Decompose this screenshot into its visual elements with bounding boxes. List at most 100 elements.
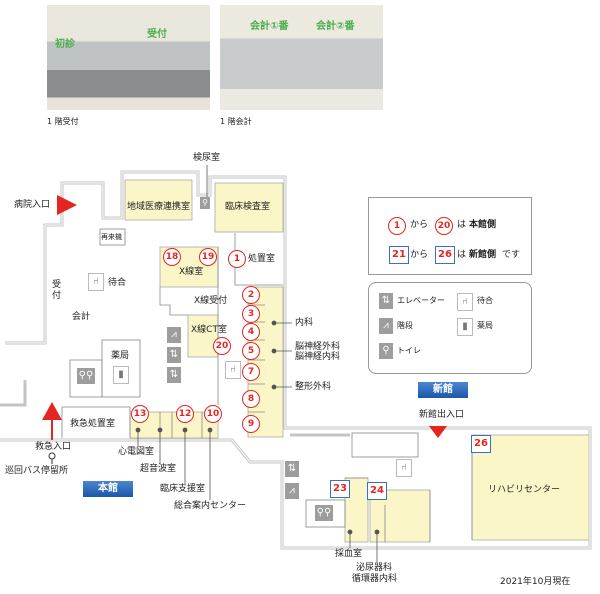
legend-text: 新館側 bbox=[469, 250, 497, 260]
photo-reception: 初診 受付 bbox=[47, 5, 210, 110]
stairs-icon: ⩘ bbox=[167, 327, 181, 343]
pharmacy-icon: ▮ bbox=[113, 366, 129, 384]
room-number: 20 bbox=[213, 337, 231, 355]
photo-sign: 初診 bbox=[55, 39, 75, 50]
new-wing-entrance-label: 新館出入口 bbox=[419, 410, 465, 420]
room-ultrasound-label: 超音波室 bbox=[140, 464, 177, 474]
icon-legend: ⇅ エレベーター ⩘ 階段 ⚲ トイレ ⑁ 待合 ▮ 薬局 bbox=[368, 282, 532, 374]
legend-text: は bbox=[457, 250, 467, 260]
room-ct-label: X線CT室 bbox=[191, 325, 227, 335]
xray-reception-label: X線受付 bbox=[194, 296, 228, 306]
waiting-icon: ⑁ bbox=[457, 293, 473, 311]
toilet-icon: ⚲⚲ bbox=[77, 368, 95, 384]
waiting-icon: ⑁ bbox=[88, 273, 104, 291]
reentry-machine-label: 再来機 bbox=[101, 233, 122, 241]
room-number: 10 bbox=[204, 405, 222, 423]
cashier-label: 会計 bbox=[72, 312, 91, 322]
legend-number: 20 bbox=[435, 217, 453, 235]
new-wing-entrance-arrow bbox=[429, 426, 447, 438]
room-number: 9 bbox=[242, 415, 260, 433]
new-building-badge: 新館 bbox=[418, 382, 468, 398]
photo-sign: 会計②番 bbox=[316, 21, 355, 32]
legend-text: は bbox=[457, 220, 467, 230]
legend-text: です bbox=[502, 250, 521, 260]
legend-text: 本館側 bbox=[469, 220, 497, 230]
bus-stop-icon bbox=[48, 452, 56, 460]
photo-sign: 会計①番 bbox=[250, 21, 289, 32]
photo-caption: 1 階会計 bbox=[220, 117, 252, 126]
photo-caption: 1 階受付 bbox=[47, 117, 79, 126]
room-number: 18 bbox=[163, 248, 181, 266]
elevator-icon: ⇅ bbox=[285, 461, 299, 477]
numbering-legend: 1 から 20 は 本館側 21 から 26 は 新館側 です bbox=[368, 197, 532, 275]
legend-number: 21 bbox=[389, 246, 409, 264]
waiting-icon: ⑁ bbox=[225, 361, 241, 379]
room-regional-label: 地域医療連携室 bbox=[127, 202, 191, 212]
room-xray-label: X線室 bbox=[179, 267, 204, 277]
room-number: 7 bbox=[242, 363, 260, 381]
pharmacy-icon: ▮ bbox=[457, 318, 473, 336]
emergency-entrance-arrow bbox=[42, 402, 62, 420]
room-urine-label: 検尿室 bbox=[193, 153, 221, 163]
legend-text: 薬局 bbox=[477, 321, 493, 330]
room-number: 2 bbox=[242, 286, 260, 304]
room-clinical-support-label: 臨床支援室 bbox=[160, 484, 206, 494]
room-er-label: 救急処置室 bbox=[70, 419, 116, 429]
main-entrance-arrow bbox=[57, 195, 77, 215]
legend-text: 階段 bbox=[397, 321, 413, 330]
toilet-icon: ⚲⚲ bbox=[315, 505, 333, 521]
room-number: 4 bbox=[242, 323, 260, 341]
legend-text: 待合 bbox=[477, 296, 493, 305]
main-building-badge: 本館 bbox=[83, 481, 133, 497]
photo-sign: 受付 bbox=[147, 29, 167, 40]
info-center-label: 総合案内センター bbox=[174, 501, 247, 511]
room-number: 1 bbox=[228, 250, 246, 268]
room-number: 13 bbox=[131, 405, 149, 423]
room-ecg-label: 心電図室 bbox=[118, 447, 155, 457]
room-number: 26 bbox=[471, 435, 491, 453]
toilet-icon: ⚲ bbox=[200, 197, 210, 209]
stairs-icon: ⩘ bbox=[379, 318, 393, 334]
date-note: 2021年10月現在 bbox=[500, 577, 571, 587]
elevator-icon: ⇅ bbox=[379, 293, 393, 309]
stairs-icon: ⩘ bbox=[285, 483, 299, 499]
room-rehab-label: リハビリセンター bbox=[488, 485, 561, 495]
neurosurgery-label: 脳神経外科 bbox=[295, 342, 341, 352]
emergency-entrance-label: 救急入口 bbox=[35, 442, 72, 452]
pharmacy-label: 薬局 bbox=[111, 351, 130, 361]
cardiology-label: 循環器内科 bbox=[352, 574, 398, 584]
orthopedics-label: 整形外科 bbox=[295, 382, 332, 392]
main-entrance-label: 病院入口 bbox=[14, 200, 51, 210]
internal-medicine-label: 内科 bbox=[295, 318, 314, 328]
legend-number: 1 bbox=[388, 217, 406, 235]
room-number: 23 bbox=[330, 480, 350, 498]
waiting-icon: ⑁ bbox=[396, 459, 412, 477]
legend-text: から bbox=[410, 220, 429, 230]
legend-number: 26 bbox=[435, 246, 455, 264]
bus-stop-label: 巡回バス停留所 bbox=[5, 466, 69, 476]
room-number: 8 bbox=[242, 390, 260, 408]
photo-cashier: 会計①番 会計②番 bbox=[220, 5, 383, 110]
neurology-label: 脳神経内科 bbox=[295, 352, 341, 362]
room-blood-label: 採血室 bbox=[335, 549, 363, 559]
room-number: 12 bbox=[176, 405, 194, 423]
room-rehab bbox=[471, 434, 591, 541]
room-number: 5 bbox=[242, 342, 260, 360]
elevator-icon: ⇅ bbox=[167, 367, 181, 383]
legend-text: トイレ bbox=[397, 346, 421, 355]
room-regional bbox=[124, 179, 193, 221]
room-lab bbox=[214, 182, 284, 233]
room-treatment-label: 処置室 bbox=[248, 254, 276, 264]
waiting-label: 待合 bbox=[108, 278, 127, 288]
legend-text: エレベーター bbox=[397, 296, 445, 305]
room-lab-label: 臨床検査室 bbox=[225, 202, 271, 212]
toilet-icon: ⚲ bbox=[379, 343, 393, 359]
room-number: 3 bbox=[242, 305, 260, 323]
room-number: 24 bbox=[367, 482, 387, 500]
urology-label: 泌尿器科 bbox=[356, 563, 393, 573]
elevator-icon: ⇅ bbox=[167, 347, 181, 363]
room-number: 19 bbox=[199, 248, 217, 266]
reception-label: 受付 bbox=[52, 280, 62, 301]
